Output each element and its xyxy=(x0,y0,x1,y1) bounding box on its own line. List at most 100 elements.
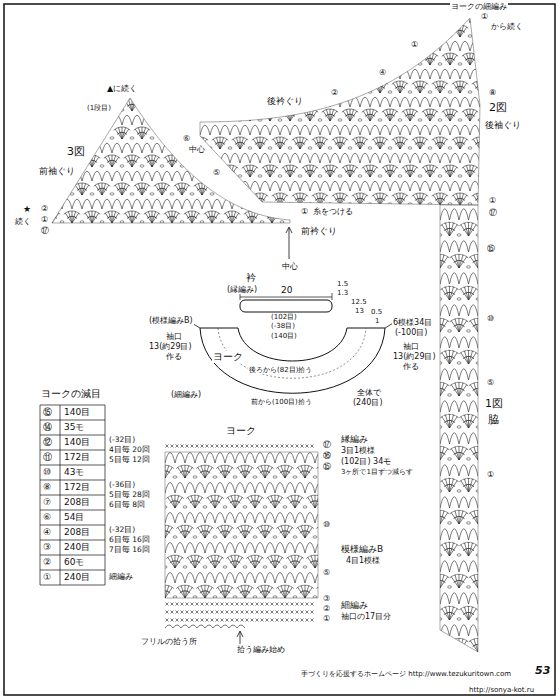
annotation-label: 6模様34目 xyxy=(392,318,433,327)
stitch-symbols xyxy=(136,435,345,598)
annotation-label: ヨークの減目 xyxy=(40,388,102,400)
callout-number: ① xyxy=(488,196,497,205)
annotation-label: 袖口の17目分 xyxy=(340,612,392,621)
annotation-label: 54目 xyxy=(63,512,85,522)
callout-number: ⑤ xyxy=(486,378,495,387)
stitch-symbols xyxy=(172,0,500,205)
callout-number: ⑤ xyxy=(212,168,221,177)
annotation-label: 208目 xyxy=(63,497,91,507)
yoke-outline xyxy=(200,328,385,393)
callout-number: ① xyxy=(480,12,489,21)
callout-number: ③ xyxy=(42,542,52,552)
callout-number: ② xyxy=(42,557,52,567)
annotation-label: 13(約29目) xyxy=(148,342,193,351)
callout-number: ⑫ xyxy=(42,437,53,447)
annotation-label: から続く xyxy=(490,22,524,31)
callout-number: ⑮ xyxy=(42,407,53,417)
annotation-label: 2図 xyxy=(488,102,508,115)
callout-number: ① xyxy=(40,215,49,224)
annotation-label: (-32目) xyxy=(108,436,136,445)
collar-shape xyxy=(240,300,332,312)
callout-number: ② xyxy=(40,204,49,213)
annotation-label: 作る xyxy=(165,352,183,361)
start-arrow xyxy=(237,631,243,644)
callout-number: ① xyxy=(42,572,52,582)
callout-number: ② xyxy=(330,88,339,97)
crochet-chart xyxy=(24,87,314,223)
callout-number: ⑯ xyxy=(322,451,332,460)
chain-stitches xyxy=(188,7,502,205)
annotation-label: 140目 xyxy=(63,407,91,417)
annotation-label: 240目 xyxy=(63,542,91,552)
stitch-symbols xyxy=(24,87,312,223)
chain-stitches xyxy=(40,109,314,223)
annotation-label: 袖口 xyxy=(402,342,420,351)
crochet-chart xyxy=(412,190,499,652)
annotation-label: (細編み) xyxy=(170,390,202,399)
annotation-label: 後袖ぐり xyxy=(484,120,522,130)
annotation-label: 細編み xyxy=(340,600,369,610)
annotation-label: (240目) xyxy=(352,398,384,407)
annotation-label: ヨーク xyxy=(225,425,257,437)
callout-number: ⑰ xyxy=(488,208,498,217)
annotation-label: ▲に続く xyxy=(106,84,138,93)
annotation-label: 13(約29目) xyxy=(392,352,437,361)
callout-number: ⑥ xyxy=(42,512,52,522)
annotation-label: (1段目) xyxy=(86,104,112,112)
callout-number: ③ xyxy=(322,594,331,603)
annotation-label: 糸をつける xyxy=(312,207,354,216)
annotation-label: 172目 xyxy=(63,482,91,492)
callout-number: ⑧ xyxy=(42,482,52,492)
crochet-chart xyxy=(136,435,347,598)
annotation-label: 後衿ぐり xyxy=(266,96,304,106)
annotation-label: (102目) 34モ xyxy=(340,457,392,466)
stitch-symbols xyxy=(412,190,497,652)
chain-stitches xyxy=(429,202,500,652)
callout-number: ⑩ xyxy=(42,467,52,477)
annotation-label: 3図 xyxy=(66,146,86,159)
annotation-label: 13 xyxy=(354,307,365,315)
crochet-chart xyxy=(172,0,502,205)
callout-number: ⑧ xyxy=(488,88,497,97)
callout-number: ⑭ xyxy=(42,422,53,432)
annotation-label: 細編み xyxy=(108,572,134,581)
annotation-label: 140目 xyxy=(63,437,91,447)
annotation-label: 4目毎 20回 xyxy=(108,446,151,455)
callout-number: ⑰ xyxy=(322,440,332,449)
annotation-label: 1.3 xyxy=(336,289,349,297)
annotation-label: (-36目) xyxy=(108,481,136,490)
callout-number: ⑥ xyxy=(182,134,191,143)
annotation-label: 208目 xyxy=(63,527,91,537)
annotation-label: 作る xyxy=(402,362,420,371)
callout-number: ② xyxy=(322,604,331,613)
annotation-label: 縁編み xyxy=(340,434,369,444)
annotation-label: 袖口 xyxy=(165,332,183,341)
annotation-label: 3目1模様 xyxy=(340,446,376,455)
annotation-label: 手づくりを応援するホームページ http://www.tezukuritown.… xyxy=(300,670,512,678)
annotation-label: (縁編み) xyxy=(226,285,258,294)
callout-number: ④ xyxy=(42,527,52,537)
chain-stitches xyxy=(153,446,347,598)
annotation-label: 中心 xyxy=(188,145,206,154)
table-grid xyxy=(40,405,105,585)
annotation-label: 衿 xyxy=(245,272,257,284)
annotation-label: 172目 xyxy=(63,452,91,462)
annotation-label: 5目毎 28回 xyxy=(108,491,151,500)
annotation-label: (102目) xyxy=(270,313,298,321)
chart-edge xyxy=(165,452,318,598)
callout-number: ① xyxy=(322,614,331,623)
annotation-label: 12.5 xyxy=(350,298,368,306)
annotation-label: 1図 xyxy=(484,398,504,411)
frill-loops xyxy=(165,625,245,628)
annotation-label: 前衿ぐり xyxy=(300,226,338,236)
callout-number: ① xyxy=(300,207,309,216)
annotation-label: 6目毎 8回 xyxy=(108,501,146,510)
chart-edge xyxy=(52,98,290,223)
annotation-label: 0.5 xyxy=(370,308,383,316)
chart-edge xyxy=(440,205,478,652)
annotation-label: 6目毎 16回 xyxy=(108,536,151,545)
annotation-label: フリルの拾う所 xyxy=(140,637,198,646)
annotation-label: 5目毎 12回 xyxy=(108,456,151,465)
annotation-label: 240目 xyxy=(63,572,91,582)
annotation-label: 7目毎 16回 xyxy=(108,546,151,555)
